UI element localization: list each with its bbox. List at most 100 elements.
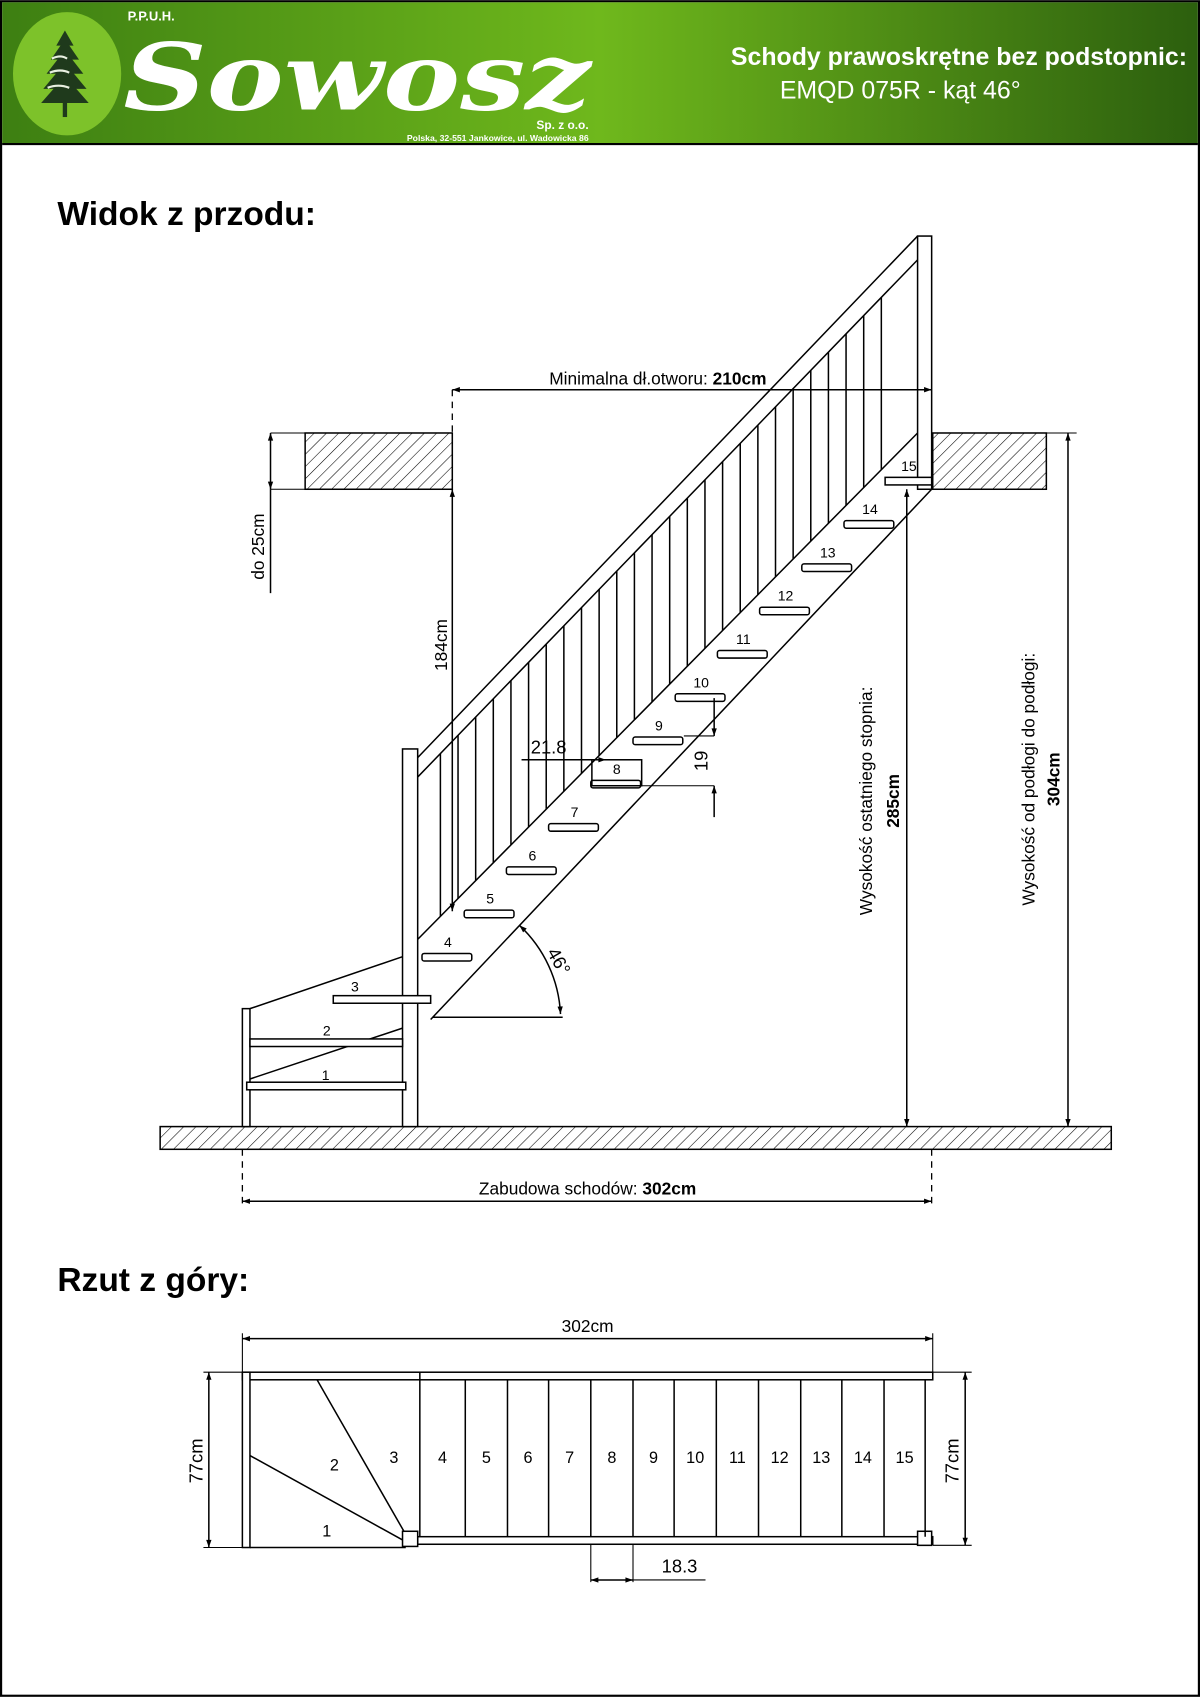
step-number: 10 [693,674,709,690]
tread-5 [463,909,515,919]
ceiling-thickness-label: do 25cm [248,513,268,579]
tread-11 [716,649,768,659]
step-number: 4 [444,934,452,950]
plan-step-number: 11 [729,1449,746,1467]
tread-4 [421,952,473,962]
plan-step-number: 15 [896,1449,914,1467]
stringer-bottom [430,488,933,1020]
company-name: Sowosz [123,22,593,131]
footprint-value: 302cm [642,1179,696,1199]
company-suffix: Sp. z o.o. [536,118,588,132]
plan-step-number: 10 [686,1449,704,1467]
top-view-heading: Rzut z góry: [57,1262,249,1299]
bottom-stringer [416,1535,934,1546]
top-stringer [241,1371,934,1381]
riser-height-label: 19 [691,751,712,771]
tread-12 [758,606,811,616]
company-prefix: P.P.U.H. [128,9,175,24]
plan-step-number: 14 [854,1449,872,1467]
plan-step-number: 12 [771,1449,789,1467]
step-number: 12 [778,588,794,604]
tread-7 [547,822,600,832]
plan-step-number: 13 [812,1449,830,1467]
tread-depth-label: 21.8 [531,736,567,757]
step-number: 15 [901,458,917,474]
stringer-top [417,432,919,940]
tread-3 [332,994,432,1004]
plan-step-number: 5 [482,1449,491,1467]
step-number: 13 [820,544,836,560]
small-post [241,1007,251,1128]
ceiling-hatch-right [931,432,1048,491]
company-address: Polska, 32-551 Jankowice, ul. Wadowicka … [407,133,589,143]
step-number: 1 [322,1067,330,1083]
company-logo: P.P.U.H. Sowosz Sp. z o.o. Polska, 32-55… [12,9,593,143]
winder-rail [249,955,403,1010]
ceiling-hatch-left [304,432,454,491]
floor-to-floor-label: Wysokość od podłogi do podłogi: [1018,653,1038,906]
winder-stringer [249,1027,403,1080]
tread-10 [674,693,726,703]
winder-line-1 [249,1454,403,1541]
step-number: 9 [655,718,663,734]
step-number: 8 [613,761,621,777]
headroom-label: 184cm [431,619,451,671]
footprint-label-text: Zabudowa schodów: [479,1179,642,1199]
width-left-label: 77cm [185,1438,206,1483]
last-step-height-label: Wysokość ostatniego stopnia: [856,687,876,916]
plan-step-number: 7 [565,1449,574,1467]
tread-8 [590,779,642,789]
plan-step-number: 6 [524,1449,533,1467]
tread-1 [245,1081,407,1091]
length-label: 302cm [562,1316,614,1336]
step-number: 6 [528,847,536,863]
tread-dividers [419,1379,926,1537]
angle-label: 46° [543,944,575,979]
tread-6 [505,866,557,876]
floor-hatch [159,1125,1113,1151]
tread-13 [801,563,853,573]
angle-arc [518,924,563,1015]
opening-label: Minimalna dł.otworu: [549,368,712,388]
step-number: 11 [736,631,751,647]
newel-post [401,748,419,1128]
plan-step-number: 3 [389,1449,398,1467]
sheet-subtitle: EMQD 075R - kąt 46° [780,77,1021,105]
plan-step-number: 4 [438,1449,447,1467]
step-number: 7 [571,804,579,820]
tread-14 [843,519,895,529]
top-post [916,235,933,491]
newel-post-plan [401,1530,419,1548]
step-number: 2 [323,1023,331,1039]
winder-line-2 [316,1379,407,1535]
opening-dimension-label: Minimalna dł.otworu: 210cm [549,368,766,388]
tread-15 [884,476,933,486]
header-banner: P.P.U.H. Sowosz Sp. z o.o. Polska, 32-55… [2,2,1198,146]
last-step-height-value: 285cm [883,774,903,828]
footprint-label: Zabudowa schodów: 302cm [479,1179,696,1199]
step-number: 14 [862,501,878,517]
balusters [439,297,883,917]
left-stringer [241,1371,251,1549]
step-number: 5 [486,891,494,907]
step-number: 3 [351,978,359,994]
handrail-top [417,235,919,759]
plan-step-number: 9 [649,1449,658,1467]
plan-step-number: 8 [607,1449,616,1467]
floor-to-floor-value: 304cm [1043,752,1063,806]
tread-width-label: 18.3 [662,1555,698,1576]
tread-2 [249,1038,404,1048]
plan-step-number: 1 [322,1523,331,1541]
width-right-label: 77cm [942,1438,963,1483]
handrail-bottom [417,259,919,778]
step-8-outline [591,759,643,787]
tread-9 [632,736,684,746]
opening-value: 210cm [713,368,767,388]
tree-icon [41,30,89,118]
